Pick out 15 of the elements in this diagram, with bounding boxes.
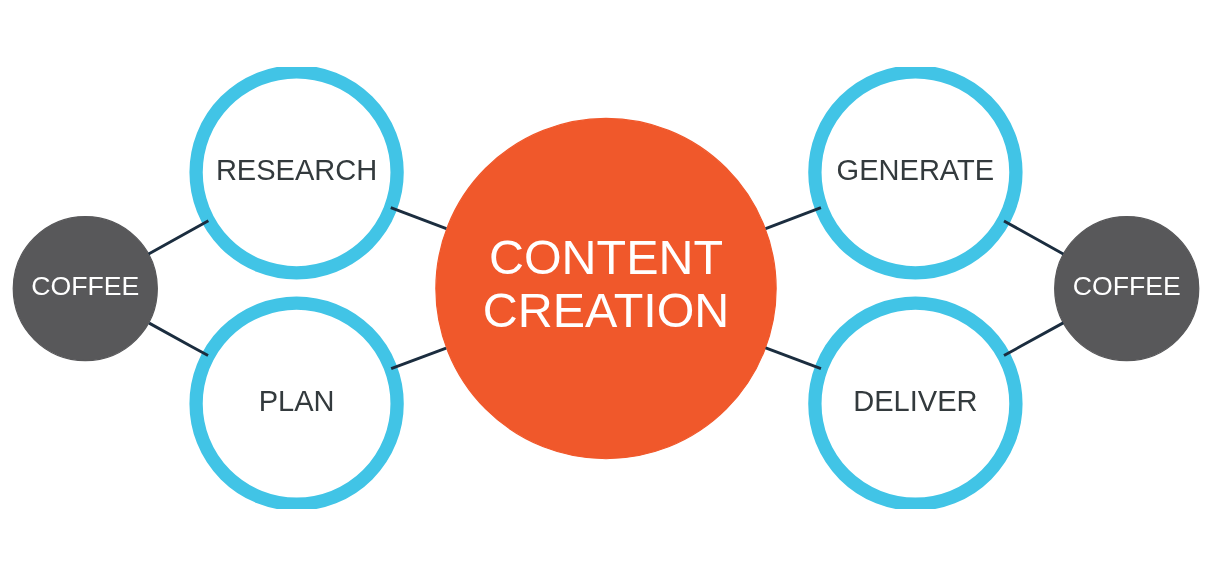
connector xyxy=(765,206,822,230)
connector xyxy=(148,321,209,357)
connector xyxy=(1003,219,1064,256)
connector xyxy=(1003,321,1064,357)
node-circle: RESEARCH xyxy=(189,67,404,280)
connector xyxy=(147,219,210,256)
node-circle: DELIVER xyxy=(808,296,1023,509)
connector xyxy=(765,346,822,371)
node-circle: COFFEE xyxy=(1054,215,1200,362)
node-circle: CONTENT CREATION xyxy=(435,117,777,460)
node-circle: COFFEE xyxy=(12,215,158,362)
connector xyxy=(390,206,447,230)
node-circle: PLAN xyxy=(189,296,404,509)
connector xyxy=(390,346,447,371)
node-circle: GENERATE xyxy=(808,67,1023,280)
